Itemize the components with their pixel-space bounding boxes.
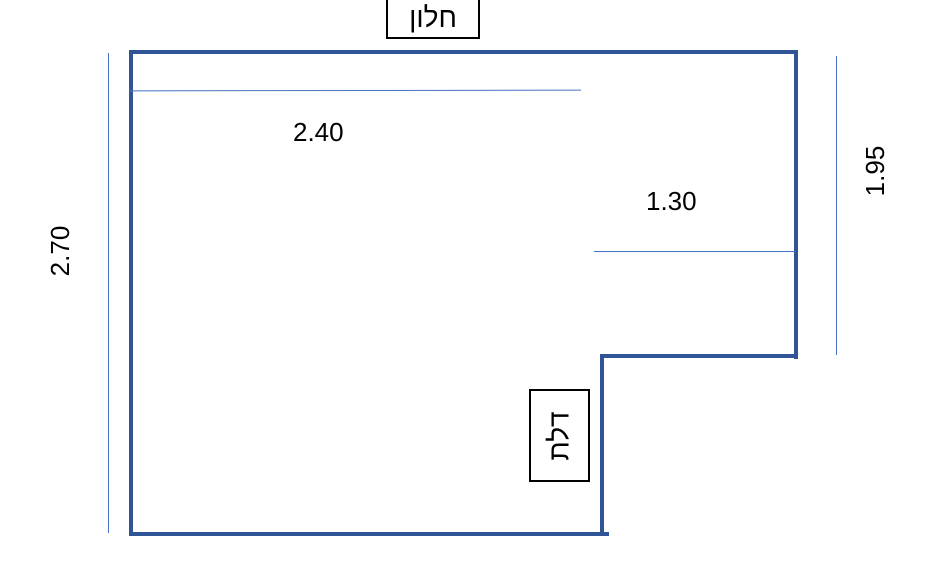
wall-bottom [129, 532, 609, 536]
door-label-box: דלת [529, 389, 590, 482]
dimension-line-right [836, 56, 837, 355]
dimension-label-right-height: 1.95 [860, 145, 890, 197]
wall-right-upper [794, 50, 798, 359]
wall-step-vertical [600, 354, 604, 536]
dimension-line-notch [594, 251, 796, 252]
dimension-label-top-width: 2.40 [293, 117, 344, 147]
door-label: דלת [543, 410, 575, 461]
dimension-line-left [108, 53, 109, 533]
dimension-label-notch-width: 1.30 [646, 186, 697, 216]
dimension-label-left-height: 2.70 [45, 225, 75, 277]
wall-step-horizontal [600, 354, 798, 358]
window-label-box: חלון [386, 0, 480, 39]
wall-top [129, 50, 797, 54]
window-label: חלון [409, 1, 457, 33]
dimension-line-top [128, 89, 582, 92]
wall-left [129, 50, 133, 536]
